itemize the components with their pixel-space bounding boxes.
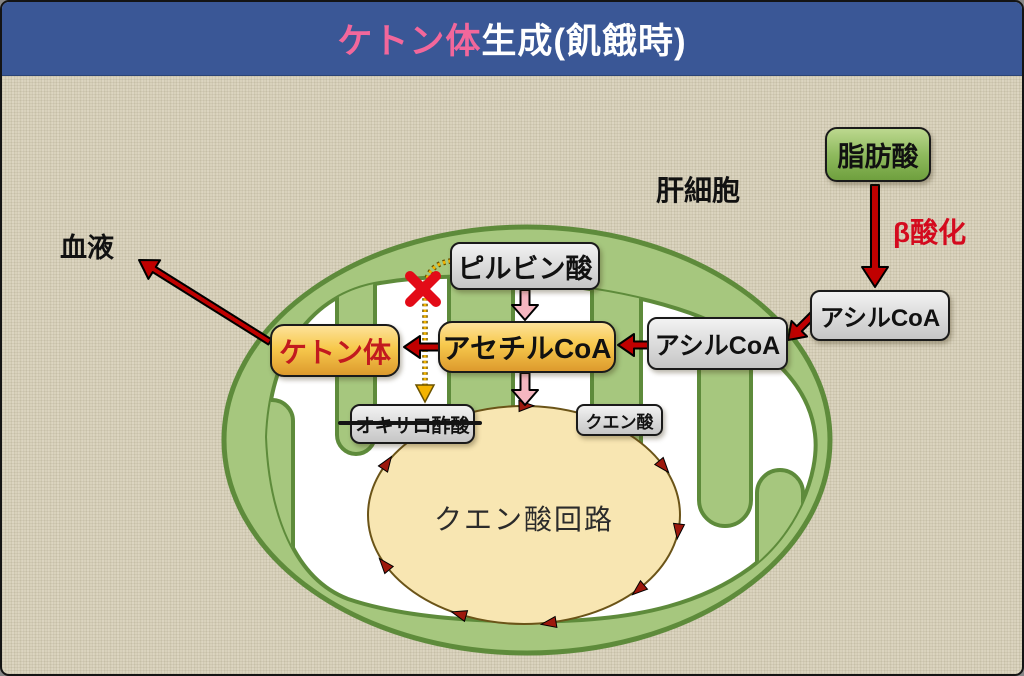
cycle-arrow — [672, 522, 686, 541]
label-liver-cell: 肝細胞 — [656, 175, 741, 206]
flow-arrow — [138, 259, 273, 346]
title-highlight: ケトン体 — [337, 22, 482, 61]
cycle-arrow — [450, 610, 469, 623]
flow-arrow — [511, 289, 539, 321]
node-acyl-coa-outer: アシルCoA — [810, 290, 950, 341]
oxaloacetate-strikethrough — [338, 421, 482, 425]
node-acetyl-coa: アセチルCoA — [438, 321, 616, 373]
title-text: 生成(飢餓時) — [481, 22, 687, 61]
node-citrate: クエン酸 — [576, 404, 663, 436]
flow-arrows — [138, 184, 889, 406]
cycle-arrow — [539, 615, 558, 629]
node-acyl-coa-inner: アシルCoA — [647, 317, 788, 370]
flow-arrow — [511, 372, 539, 406]
cycle-arrow — [631, 579, 649, 596]
flow-arrow — [617, 333, 649, 357]
flow-arrow — [861, 184, 889, 288]
node-ketone-body: ケトン体 — [270, 324, 400, 377]
cycle-arrow — [378, 557, 395, 575]
label-blood: 血液 — [60, 233, 114, 263]
flow-arrow — [403, 335, 440, 359]
node-pyruvate: ピルビン酸 — [450, 242, 600, 290]
dashed-blocked-arrow — [414, 258, 452, 404]
cycle-arrow — [377, 455, 393, 473]
cycle-arrow — [653, 456, 670, 474]
label-beta-oxidation: β酸化 — [893, 217, 967, 248]
blocked-x-icon — [405, 271, 441, 307]
label-citric-acid-cycle: クエン酸回路 — [433, 504, 614, 535]
title-bar: ケトン体生成(飢餓時) — [2, 2, 1022, 76]
node-fatty-acid: 脂肪酸 — [825, 127, 931, 182]
